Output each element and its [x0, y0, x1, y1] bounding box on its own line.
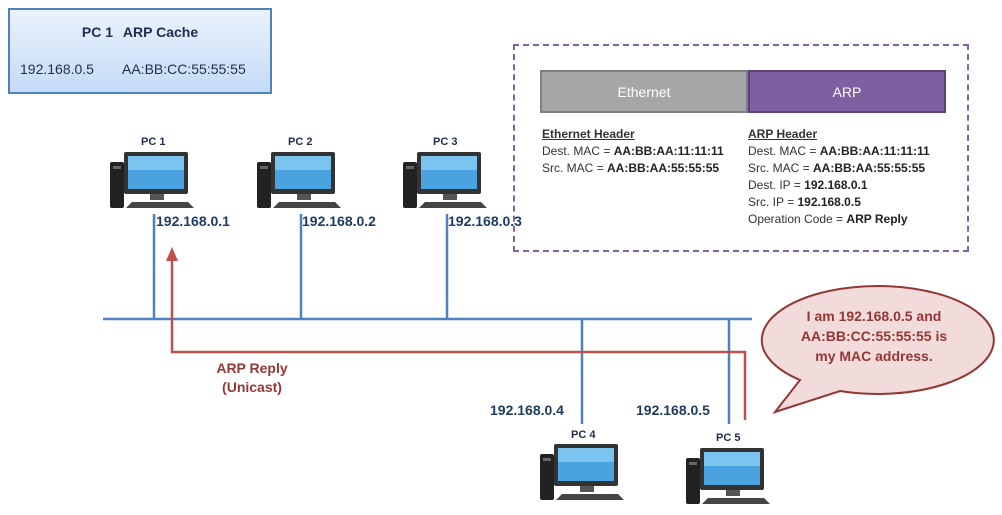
ethernet-dest-mac-value: AA:BB:AA:11:11:11 — [613, 144, 724, 158]
pc5-label: PC 5 — [716, 432, 741, 444]
arp-packet-box: Ethernet ARP Ethernet Header Dest. MAC =… — [513, 44, 969, 252]
arp-segment: ARP — [748, 70, 946, 113]
arp-dest-ip-row: Dest. IP = 192.168.0.1 — [748, 177, 930, 194]
arp-opcode-value: ARP Reply — [846, 212, 908, 226]
pc4-label: PC 4 — [571, 429, 596, 441]
arp-reply-arrowhead — [166, 247, 178, 261]
ethernet-src-mac-row: Src. MAC = AA:BB:AA:55:55:55 — [542, 160, 724, 177]
arp-cache-title: PC 1 ARP Cache — [10, 24, 270, 40]
pc3-label: PC 3 — [433, 136, 458, 148]
ethernet-src-mac-value: AA:BB:AA:55:55:55 — [607, 161, 720, 175]
pc3-ip-label: 192.168.0.3 — [448, 213, 522, 229]
arp-dest-mac-row: Dest. MAC = AA:BB:AA:11:11:11 — [748, 143, 930, 160]
pc3-computer-icon — [403, 152, 487, 208]
arp-reply-label-line1: ARP Reply — [216, 360, 288, 376]
arp-cache-entry-mac: AA:BB:CC:55:55:55 — [122, 61, 246, 77]
arp-cache-box: PC 1 ARP Cache 192.168.0.5 AA:BB:CC:55:5… — [8, 8, 272, 94]
pc1-label: PC 1 — [141, 136, 166, 148]
arp-src-ip-row: Src. IP = 192.168.0.5 — [748, 194, 930, 211]
pc5-computer-icon — [686, 448, 770, 504]
ethernet-header-title: Ethernet Header — [542, 127, 635, 141]
arp-src-mac-label: Src. MAC = — [748, 161, 814, 175]
speech-bubble-line3: my MAC address. — [815, 348, 933, 364]
ethernet-header-fields: Ethernet Header Dest. MAC = AA:BB:AA:11:… — [542, 126, 724, 177]
arp-dest-ip-label: Dest. IP = — [748, 178, 805, 192]
ethernet-segment: Ethernet — [540, 70, 748, 113]
ethernet-dest-mac-row: Dest. MAC = AA:BB:AA:11:11:11 — [542, 143, 724, 160]
arp-dest-mac-value: AA:BB:AA:11:11:11 — [819, 144, 930, 158]
pc1-computer-icon — [110, 152, 194, 208]
arp-src-ip-label: Src. IP = — [748, 195, 798, 209]
arp-cache-entry-ip: 192.168.0.5 — [20, 61, 94, 77]
speech-bubble-line2: AA:BB:CC:55:55:55 is — [800, 328, 948, 344]
arp-header-fields: ARP Header Dest. MAC = AA:BB:AA:11:11:11… — [748, 126, 930, 228]
speech-bubble-text: I am 192.168.0.5 and AA:BB:CC:55:55:55 i… — [770, 306, 978, 366]
arp-opcode-label: Operation Code = — [748, 212, 847, 226]
ethernet-src-mac-label: Src. MAC = — [542, 161, 608, 175]
pc4-computer-icon — [540, 444, 624, 500]
ethernet-dest-mac-label: Dest. MAC = — [542, 144, 614, 158]
arp-dest-mac-label: Dest. MAC = — [748, 144, 820, 158]
pc2-label: PC 2 — [288, 136, 313, 148]
pc1-ip-label: 192.168.0.1 — [156, 213, 230, 229]
arp-reply-label-line2: (Unicast) — [222, 379, 282, 395]
arp-header-title: ARP Header — [748, 127, 818, 141]
arp-cache-title-text: ARP Cache — [122, 24, 199, 40]
arp-src-mac-value: AA:BB:AA:55:55:55 — [813, 161, 926, 175]
pc4-ip-label: 192.168.0.4 — [490, 402, 564, 418]
arp-opcode-row: Operation Code = ARP Reply — [748, 211, 930, 228]
arp-dest-ip-value: 192.168.0.1 — [804, 178, 868, 192]
arp-reply-label: ARP Reply (Unicast) — [200, 359, 304, 397]
arp-src-ip-value: 192.168.0.5 — [797, 195, 861, 209]
arp-cache-pc-label: PC 1 — [81, 24, 113, 40]
pc2-computer-icon — [257, 152, 341, 208]
arp-src-mac-row: Src. MAC = AA:BB:AA:55:55:55 — [748, 160, 930, 177]
speech-bubble-line1: I am 192.168.0.5 and — [806, 308, 942, 324]
pc2-ip-label: 192.168.0.2 — [302, 213, 376, 229]
speech-bubble — [760, 284, 995, 414]
pc5-ip-label: 192.168.0.5 — [636, 402, 710, 418]
arp-reply-path — [170, 258, 747, 420]
